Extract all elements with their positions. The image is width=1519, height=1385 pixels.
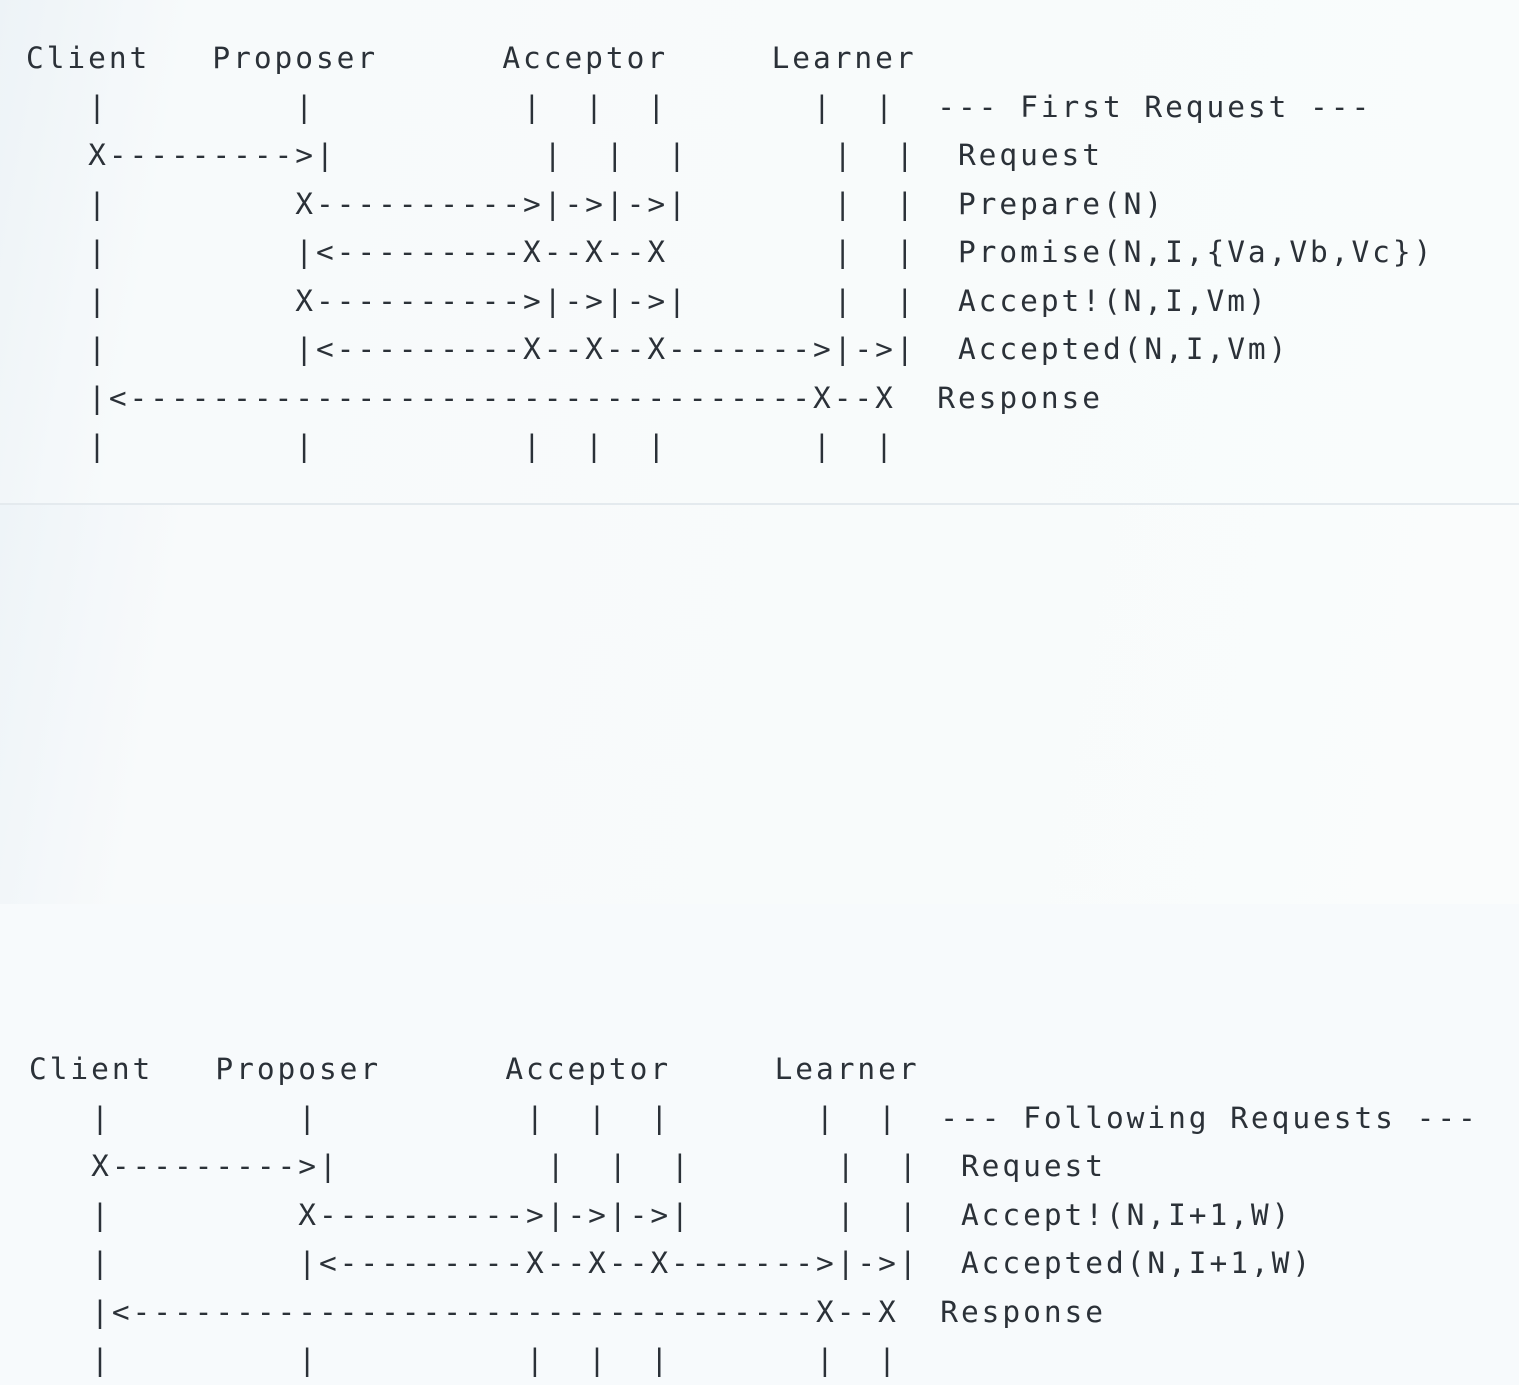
phase-label-following-requests: --- Following Requests --- <box>0 505 1 506</box>
panel-first-request: Client Proposer Acceptor Learner | | | |… <box>0 0 1519 505</box>
ascii-art-following-requests: Client Proposer Acceptor Learner | | | |… <box>29 1052 1479 1377</box>
ascii-art-first-request: Client Proposer Acceptor Learner | | | |… <box>26 41 1435 463</box>
panel-following-requests: Client Proposer Acceptor Learner | | | |… <box>0 505 1519 1377</box>
phase-label-first-request: --- First Request --- <box>0 0 1 1</box>
